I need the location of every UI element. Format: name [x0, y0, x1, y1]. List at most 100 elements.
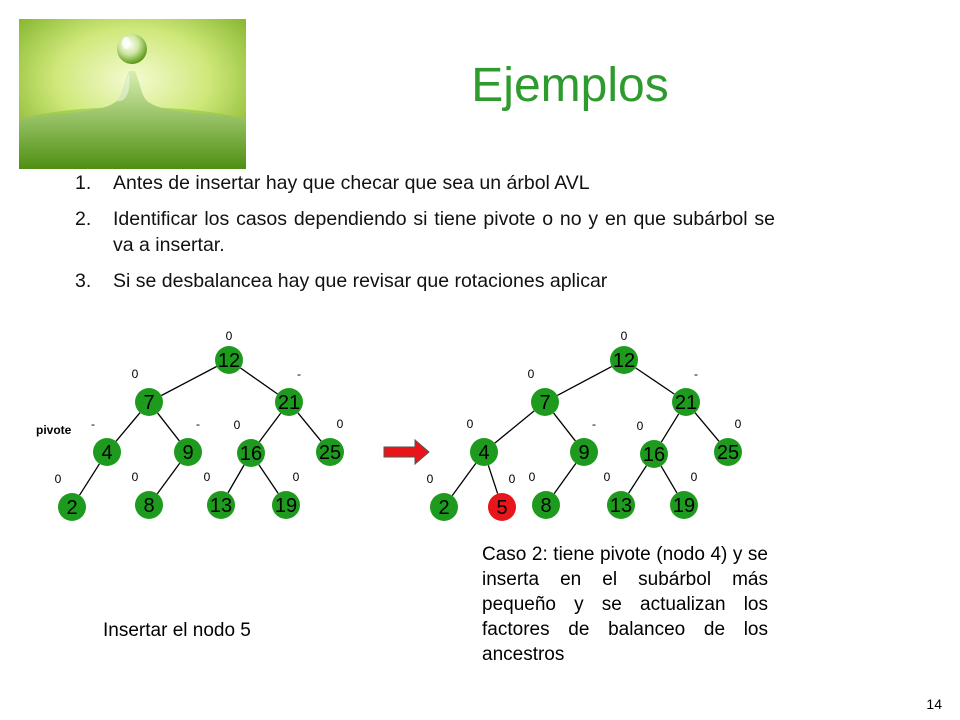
- tree-edge: [240, 367, 278, 395]
- balance-factor: 0: [691, 470, 698, 484]
- list-item: 1. Antes de insertar hay que checar que …: [75, 170, 775, 196]
- tree-node: [640, 440, 668, 468]
- node-label: 19: [673, 495, 695, 517]
- tree-node: [174, 438, 202, 466]
- right-arrow-icon: [383, 438, 430, 466]
- tree-edge: [115, 412, 141, 442]
- node-label: 12: [613, 350, 635, 372]
- balance-factor: 0: [234, 418, 241, 432]
- tree-edge: [161, 365, 217, 397]
- balance-factor: 0: [637, 419, 644, 433]
- tree-node: [532, 491, 560, 519]
- balance-factor: 0: [337, 417, 344, 431]
- balance-factor: -: [196, 417, 200, 431]
- tree-node: [275, 388, 303, 416]
- balance-factor: -: [592, 417, 596, 431]
- tree-node: [430, 493, 458, 521]
- slide-title: Ejemplos: [471, 59, 669, 112]
- new-tree-node: [488, 493, 516, 521]
- tree-edge: [78, 463, 101, 496]
- tree-node: [470, 438, 498, 466]
- node-label: 19: [275, 495, 297, 517]
- node-label: 2: [66, 497, 77, 519]
- tree-node: [215, 346, 243, 374]
- tree-edge: [494, 410, 535, 444]
- balance-factor: 0: [204, 470, 211, 484]
- tree-node: [93, 438, 121, 466]
- node-label: 21: [675, 392, 697, 414]
- tree-node: [272, 491, 300, 519]
- node-label: 25: [319, 442, 341, 464]
- balance-factor: 0: [293, 470, 300, 484]
- balance-factor: -: [91, 417, 95, 431]
- balance-factor: 0: [427, 472, 434, 486]
- balance-factor: 0: [132, 470, 139, 484]
- tree-edge: [628, 465, 647, 494]
- balance-factor: 0: [226, 329, 233, 343]
- node-label: 4: [101, 442, 112, 464]
- pivot-label: pivote: [36, 423, 72, 437]
- tree-edge: [297, 412, 322, 442]
- tree-edge: [157, 412, 180, 442]
- node-label: 7: [143, 392, 154, 414]
- tree-edge: [258, 412, 282, 443]
- tree-edge: [553, 412, 576, 442]
- tree-edge: [557, 365, 612, 397]
- balance-factor: 0: [467, 417, 474, 431]
- balance-factor: 0: [528, 367, 535, 381]
- tree-node: [672, 388, 700, 416]
- tree-edge: [156, 462, 181, 495]
- node-label: 8: [540, 495, 551, 517]
- instruction-list: 1. Antes de insertar hay que checar que …: [75, 170, 775, 304]
- list-item: 2. Identificar los casos dependiendo si …: [75, 206, 775, 258]
- node-label: 16: [240, 443, 262, 465]
- node-label: 8: [143, 495, 154, 517]
- node-label: 21: [278, 392, 300, 414]
- list-item-text: Identificar los casos dependiendo si tie…: [113, 208, 775, 256]
- list-item-text: Si se desbalancea hay que revisar que ro…: [113, 270, 608, 292]
- node-label: 16: [643, 444, 665, 466]
- tree-edge: [694, 412, 720, 442]
- list-item-number: 2.: [75, 208, 92, 230]
- list-item-text: Antes de insertar hay que checar que sea…: [113, 172, 590, 194]
- node-label: 4: [478, 442, 489, 464]
- tree-edge: [227, 464, 245, 494]
- tree-node: [237, 439, 265, 467]
- node-label: 12: [218, 350, 240, 372]
- node-label: 5: [496, 497, 507, 519]
- tree-node: [570, 438, 598, 466]
- tree-edge: [451, 462, 477, 497]
- tree-node: [316, 438, 344, 466]
- tree-node: [670, 491, 698, 519]
- balance-factor: 0: [604, 470, 611, 484]
- tree-node: [607, 491, 635, 519]
- balance-factor: 0: [509, 472, 516, 486]
- tree-node: [531, 388, 559, 416]
- tree-node: [135, 491, 163, 519]
- tree-node: [610, 346, 638, 374]
- node-label: 25: [717, 442, 739, 464]
- tree-edge: [258, 464, 279, 494]
- tree-node: [714, 438, 742, 466]
- node-label: 2: [438, 497, 449, 519]
- list-item-number: 1.: [75, 172, 92, 194]
- balance-factor: -: [694, 367, 698, 381]
- node-label: 13: [610, 495, 632, 517]
- tree-edge: [553, 462, 577, 495]
- node-label: 7: [539, 392, 550, 414]
- node-label: 9: [182, 442, 193, 464]
- insert-instruction: Insertar el nodo 5: [103, 620, 251, 641]
- tree-edge: [487, 465, 499, 494]
- tree-node: [207, 491, 235, 519]
- node-label: 13: [210, 495, 232, 517]
- balance-factor: 0: [621, 329, 628, 343]
- tree-edge: [660, 413, 680, 443]
- node-label: 9: [578, 442, 589, 464]
- balance-factor: 0: [55, 472, 62, 486]
- tree-node: [58, 493, 86, 521]
- tree-node: [135, 388, 163, 416]
- balance-factor: 0: [735, 417, 742, 431]
